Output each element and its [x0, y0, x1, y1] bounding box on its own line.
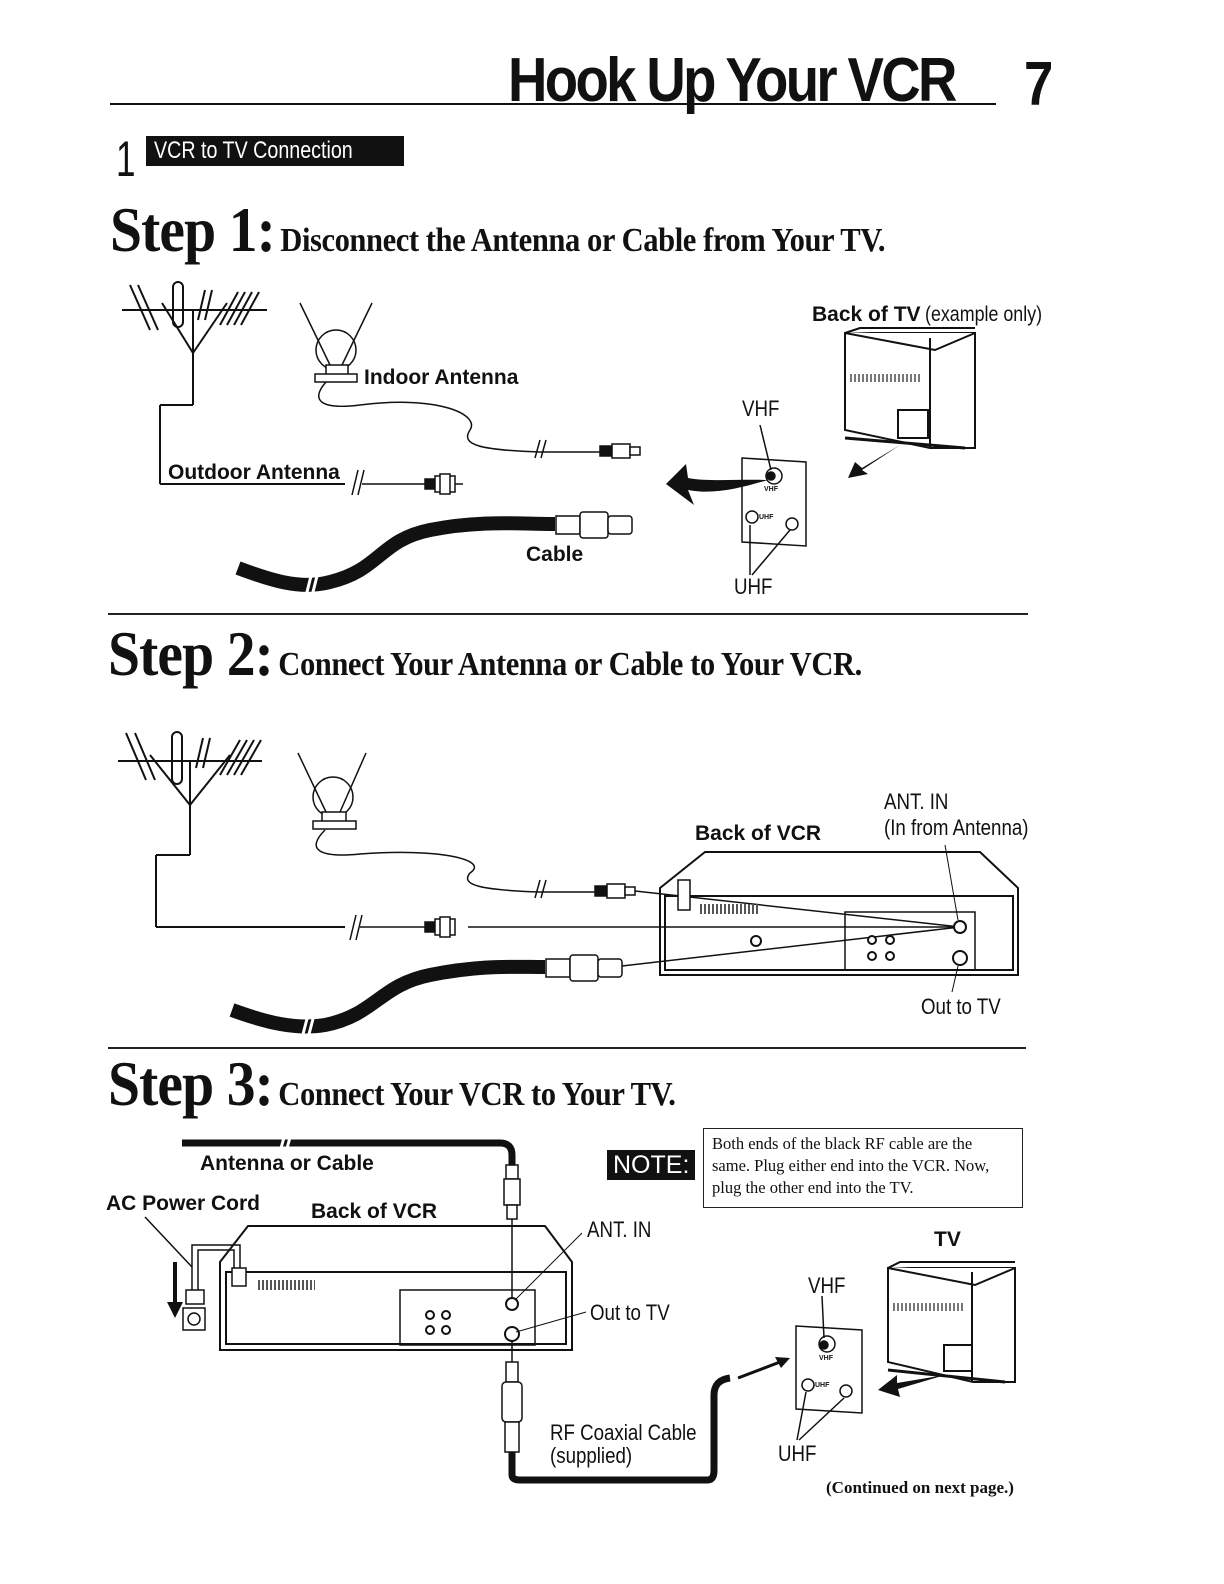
vcr-back-icon: [219, 1225, 587, 1351]
indoor-antenna-plug-icon: [594, 883, 961, 928]
step-2-heading: Step 2:Connect Your Antenna or Cable to …: [108, 622, 946, 686]
uhf-label: UHF: [734, 574, 773, 599]
back-of-tv-label: Back of TV: [812, 303, 921, 326]
antenna-panel-icon: [795, 1295, 863, 1441]
indoor-antenna-plug-icon: [599, 443, 641, 459]
back-of-vcr-label: Back of VCR: [695, 822, 822, 845]
tv-arrow-icon: [878, 1375, 945, 1397]
step-3-heading: Step 3:Connect Your VCR to Your TV.: [108, 1052, 739, 1116]
indoor-antenna-icon: [297, 752, 595, 899]
in-from-antenna-label: (In from Antenna): [884, 815, 1029, 840]
out-to-tv-label: Out to TV: [921, 994, 1001, 1019]
outdoor-antenna-label: Outdoor Antenna: [168, 461, 340, 484]
section-label: VCR to TV Connection: [154, 137, 353, 164]
rf-coaxial-cable-label: RF Coaxial Cable: [550, 1420, 697, 1445]
example-only-label: (example only): [924, 303, 1043, 326]
vhf-label: VHF: [742, 396, 780, 421]
tv-back-icon: [887, 1261, 1016, 1384]
outdoor-antenna-icon: [118, 731, 345, 928]
outdoor-antenna-plug-icon: [349, 914, 960, 941]
tv-label: TV: [934, 1228, 961, 1251]
continued-label: (Continued on next page.): [826, 1478, 1014, 1497]
outdoor-antenna-icon: [122, 281, 345, 485]
title-rule: [110, 103, 996, 105]
back-of-vcr-label: Back of VCR: [311, 1200, 438, 1223]
step-2-label: Step 2:: [108, 618, 274, 689]
step-1-heading: Step 1:Disconnect the Antenna or Cable f…: [110, 198, 971, 262]
step-3-label: Step 3:: [108, 1048, 274, 1119]
section-number: 1: [116, 131, 136, 187]
panel-arrow-icon: [666, 464, 768, 505]
uhf-label: UHF: [778, 1441, 817, 1466]
ant-in-label: ANT. IN: [884, 789, 949, 814]
down-arrow-icon: [167, 1262, 183, 1318]
vcr-back-icon: [659, 844, 1019, 993]
step-2-title: Connect Your Antenna or Cable to Your VC…: [278, 646, 862, 683]
tv-arrow-icon: [848, 445, 900, 478]
step-3-title: Connect Your VCR to Your TV.: [278, 1076, 676, 1113]
ant-in-label: ANT. IN: [587, 1217, 652, 1242]
tv-back-icon: [844, 327, 976, 450]
step-1-title: Disconnect the Antenna or Cable from You…: [280, 222, 886, 259]
antenna-or-cable-label: Antenna or Cable: [200, 1152, 374, 1175]
panel-uhf-label: UHF: [815, 1382, 830, 1389]
panel-uhf-label: UHF: [759, 514, 774, 521]
page-title: Hook Up Your VCR: [508, 46, 957, 115]
note-badge: NOTE:: [607, 1150, 696, 1180]
out-to-tv-label: Out to TV: [590, 1300, 670, 1325]
cable-label: Cable: [526, 543, 584, 566]
vhf-label: VHF: [808, 1273, 846, 1298]
panel-vhf-label: VHF: [819, 1355, 833, 1362]
ac-power-cord-icon: [144, 1216, 247, 1331]
back-of-tv-caption: Back of TV (example only): [812, 303, 1063, 327]
supplied-label: (supplied): [550, 1443, 633, 1468]
section-badge: VCR to TV Connection: [146, 136, 405, 166]
indoor-antenna-label: Indoor Antenna: [364, 366, 519, 389]
step-1-label: Step 1:: [110, 194, 276, 265]
panel-vhf-label: VHF: [764, 486, 778, 493]
antenna-panel-icon: [741, 424, 807, 576]
ac-power-cord-label: AC Power Cord: [106, 1192, 261, 1215]
page-number: 7: [1024, 50, 1054, 119]
outdoor-antenna-plug-icon: [351, 469, 463, 496]
note-text: Both ends of the black RF cable are the …: [703, 1128, 1023, 1208]
rf-coaxial-cable-icon: [501, 1340, 790, 1484]
cable-icon: [229, 926, 961, 1039]
